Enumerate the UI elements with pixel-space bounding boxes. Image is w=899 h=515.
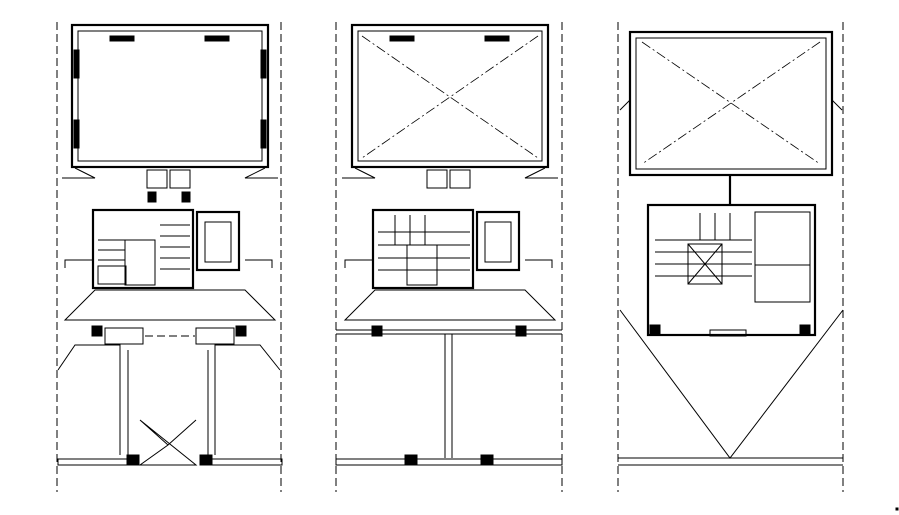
- plan-ground-floor: [56, 22, 283, 492]
- lift-unit: [146, 169, 168, 189]
- elevator-shaft: [754, 211, 811, 303]
- wall-stub: [344, 259, 373, 268]
- front-wall: [57, 458, 129, 466]
- wall-stub: [525, 259, 553, 268]
- stair-treads: [97, 224, 190, 286]
- plan-roof-floor: [617, 22, 899, 511]
- front-wall: [211, 458, 283, 466]
- wall-corner: [62, 167, 96, 179]
- window: [389, 35, 415, 42]
- column: [235, 325, 247, 337]
- column: [91, 325, 103, 337]
- upper-room-wall: [70, 23, 270, 169]
- window: [204, 35, 230, 42]
- stair-core: [91, 208, 195, 290]
- roof-slab: [628, 30, 834, 177]
- plan-typical-floor: [335, 22, 563, 492]
- lobby-outline: [63, 289, 277, 321]
- entrance-wall-right: [214, 344, 281, 455]
- column: [404, 454, 418, 466]
- wall-stub: [64, 259, 93, 268]
- stair-core: [371, 208, 475, 290]
- planter: [104, 327, 144, 345]
- wall-stub: [245, 259, 273, 268]
- lift-unit: [449, 169, 471, 189]
- upper-room-wall: [350, 23, 550, 169]
- window: [109, 35, 135, 42]
- elevator-car: [204, 221, 232, 263]
- column: [181, 191, 191, 203]
- column: [649, 324, 661, 336]
- lobby-outline: [343, 289, 557, 321]
- window: [73, 49, 80, 79]
- stair-treads: [378, 215, 470, 286]
- elevator-shaft: [475, 210, 521, 272]
- roof-slab-inner: [635, 37, 827, 170]
- entrance-wall-left: [57, 344, 121, 455]
- elevator-car: [484, 221, 512, 263]
- planter: [195, 327, 235, 345]
- lift-unit: [426, 169, 448, 189]
- wall-corner: [244, 167, 278, 179]
- column: [147, 191, 157, 203]
- column: [515, 325, 527, 337]
- column: [799, 324, 811, 336]
- upper-room-inner: [77, 30, 263, 162]
- wall-corner: [524, 167, 558, 179]
- window: [260, 119, 267, 149]
- column: [480, 454, 494, 466]
- marker-dot: [895, 507, 899, 511]
- window: [73, 119, 80, 149]
- wall-corner: [342, 167, 376, 179]
- front-wall: [335, 458, 563, 466]
- column: [199, 454, 213, 466]
- column: [371, 325, 383, 337]
- door: [709, 329, 747, 337]
- window: [484, 35, 510, 42]
- stair-treads: [655, 213, 752, 285]
- entrance-door: [138, 419, 198, 466]
- stair-core: [646, 203, 817, 337]
- upper-room-inner: [357, 30, 543, 162]
- window: [260, 49, 267, 79]
- column: [126, 454, 140, 466]
- elevator-shaft: [195, 210, 241, 272]
- lift-unit: [169, 169, 191, 189]
